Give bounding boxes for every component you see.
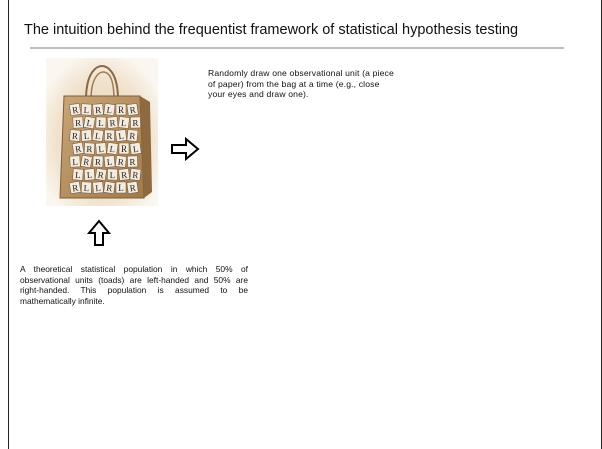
svg-text:R: R bbox=[71, 105, 79, 116]
svg-text:R: R bbox=[117, 157, 124, 168]
letter-tile: L bbox=[95, 116, 107, 129]
letter-tile: R bbox=[126, 129, 139, 142]
svg-text:R: R bbox=[129, 183, 136, 194]
svg-text:L: L bbox=[94, 131, 101, 142]
svg-text:L: L bbox=[83, 183, 89, 193]
svg-text:R: R bbox=[95, 105, 102, 115]
letter-tile: R bbox=[115, 103, 127, 116]
svg-text:R: R bbox=[132, 118, 138, 128]
svg-text:L: L bbox=[75, 170, 81, 180]
svg-text:L: L bbox=[83, 105, 89, 115]
svg-text:L: L bbox=[118, 183, 124, 193]
letter-tile: L bbox=[118, 116, 130, 129]
letter-tile: L bbox=[91, 128, 105, 142]
svg-text:L: L bbox=[110, 170, 116, 180]
letter-tile: R bbox=[83, 142, 96, 155]
letter-tile: L bbox=[115, 181, 127, 194]
svg-text:L: L bbox=[121, 118, 128, 129]
title-divider bbox=[30, 47, 564, 49]
svg-text:R: R bbox=[121, 170, 128, 181]
slide-title: The intuition behind the frequentist fra… bbox=[24, 22, 519, 38]
svg-text:R: R bbox=[129, 105, 136, 116]
letter-tile: R bbox=[126, 181, 139, 194]
letter-tile: R bbox=[68, 180, 82, 195]
svg-text:L: L bbox=[72, 157, 78, 167]
letter-tile: R bbox=[92, 155, 104, 168]
svg-text:R: R bbox=[106, 131, 112, 141]
letter-tile: R bbox=[126, 103, 139, 116]
svg-text:R: R bbox=[82, 157, 90, 168]
svg-text:L: L bbox=[106, 105, 113, 116]
svg-text:L: L bbox=[118, 131, 125, 142]
letter-tile: L bbox=[95, 142, 107, 155]
svg-text:L: L bbox=[106, 157, 113, 168]
letter-tile: L bbox=[103, 103, 116, 116]
svg-text:L: L bbox=[109, 144, 116, 155]
letter-tile: R bbox=[106, 116, 119, 129]
letter-tile: R bbox=[71, 141, 85, 156]
letter-tile: L bbox=[83, 168, 96, 181]
draw-instruction-text: Randomly draw one observational unit (a … bbox=[208, 68, 394, 100]
letter-tile: R bbox=[69, 129, 81, 142]
svg-text:R: R bbox=[71, 183, 79, 194]
letter-tile: R bbox=[118, 142, 130, 155]
svg-text:R: R bbox=[75, 118, 82, 128]
svg-text:R: R bbox=[97, 170, 105, 181]
letter-tile: L bbox=[103, 155, 116, 168]
letter-tile: R bbox=[104, 129, 115, 142]
letter-tile: R bbox=[129, 168, 142, 181]
svg-text:L: L bbox=[98, 144, 104, 154]
letter-tile: L bbox=[69, 155, 81, 168]
letter-tile: L bbox=[115, 129, 127, 142]
letter-tile: L bbox=[107, 168, 118, 181]
svg-text:R: R bbox=[72, 131, 79, 141]
letter-tile: R bbox=[94, 167, 108, 181]
letter-tile: R bbox=[127, 155, 138, 168]
letter-tile: R bbox=[80, 154, 93, 169]
svg-text:R: R bbox=[129, 157, 135, 167]
svg-text:L: L bbox=[132, 144, 139, 155]
svg-text:R: R bbox=[109, 118, 116, 129]
letter-tile: R bbox=[118, 168, 130, 181]
population-description-text: A theoretical statistical population in … bbox=[20, 264, 248, 306]
svg-text:R: R bbox=[86, 144, 93, 154]
letter-tile: L bbox=[80, 129, 93, 142]
letter-tile: R bbox=[68, 102, 82, 117]
letter-tile: R bbox=[92, 103, 104, 116]
letter-tile: L bbox=[83, 115, 96, 130]
letter-tile: R bbox=[130, 116, 141, 129]
letter-tile: L bbox=[72, 168, 84, 181]
svg-text:L: L bbox=[86, 170, 92, 180]
svg-text:R: R bbox=[95, 157, 101, 167]
svg-text:R: R bbox=[118, 105, 124, 115]
svg-text:R: R bbox=[121, 144, 127, 154]
svg-text:L: L bbox=[83, 131, 89, 141]
svg-text:R: R bbox=[129, 131, 136, 142]
letter-tile: L bbox=[129, 142, 142, 155]
letter-tile: R bbox=[72, 116, 84, 129]
svg-text:R: R bbox=[132, 170, 139, 181]
svg-text:L: L bbox=[98, 118, 104, 128]
letter-tile: L bbox=[80, 181, 93, 194]
letter-tile: R bbox=[115, 155, 127, 168]
svg-text:L: L bbox=[95, 183, 101, 193]
letter-tile: L bbox=[106, 142, 119, 155]
letter-tile: R bbox=[103, 181, 116, 194]
svg-text:L: L bbox=[86, 118, 93, 129]
letter-tile: L bbox=[92, 181, 104, 194]
arrow-up-icon bbox=[87, 219, 111, 246]
arrow-right-icon bbox=[171, 137, 200, 161]
letter-tile: L bbox=[80, 103, 93, 116]
svg-text:R: R bbox=[106, 183, 113, 194]
svg-text:R: R bbox=[74, 144, 82, 155]
